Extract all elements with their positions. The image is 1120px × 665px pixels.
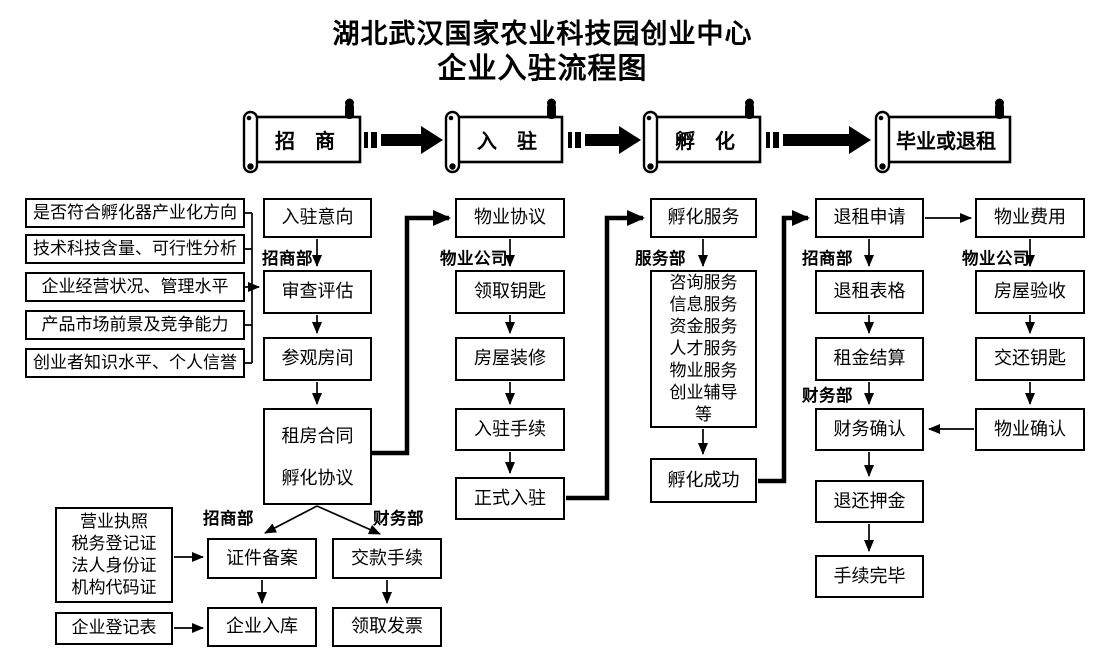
label-dept-investment-registration: 招商部: [203, 510, 254, 528]
stage-banner-biye: 毕业或退租: [896, 131, 996, 153]
box-return-keys: 交还钥匙: [975, 337, 1085, 381]
doc-business-license: 营业执照: [80, 512, 148, 531]
box-property-fee: 物业费用: [975, 198, 1085, 238]
box-house-inspection: 房屋验收: [975, 270, 1085, 314]
contract-diagonal-arrows: [264, 505, 381, 535]
box-visit-room: 参观房间: [263, 337, 372, 381]
phase-elbow-connectors: [372, 210, 810, 501]
label-dept-finance-registration: 财务部: [373, 510, 424, 528]
page-title-line2: 企业入驻流程图: [437, 53, 648, 85]
stage-scroll-shapes: [242, 98, 1012, 174]
flow-down-arrows: [257, 239, 1035, 604]
scroll-biye: [874, 98, 1012, 174]
box-criteria-founder: 创业者知识水平、个人信誉: [25, 348, 245, 378]
service-item-information: 信息服务: [669, 295, 738, 314]
box-exit-form: 退租表格: [815, 270, 924, 314]
label-dept-finance-exit: 财务部: [802, 387, 853, 405]
striped-arrow-1: [364, 126, 443, 154]
box-movein-procedure: 入驻手续: [455, 408, 565, 451]
box-criteria-operation: 企业经营状况、管理水平: [25, 272, 245, 302]
box-property-confirm: 物业确认: [975, 408, 1085, 451]
scroll-zhaoshang: [242, 98, 362, 174]
stage-banner-ruzhu: 入 驻: [477, 131, 537, 153]
scroll-fuhua: [642, 98, 762, 174]
doc-org-code: 机构代码证: [71, 578, 157, 597]
box-property-agreement: 物业协议: [455, 198, 565, 238]
box-exit-apply: 退租申请: [815, 198, 924, 238]
criteria-bracket-lines: [245, 212, 260, 364]
striped-arrow-2: [568, 126, 641, 154]
box-document-list: 营业执照 税务登记证 法人身份证 机构代码证: [55, 507, 173, 603]
box-certificate-filing: 证件备案: [207, 538, 317, 579]
box-service-list: 咨询服务 信息服务 资金服务 人才服务 物业服务 创业辅导 等: [650, 270, 757, 428]
service-item-funding: 资金服务: [669, 317, 738, 336]
box-criteria-direction: 是否符合孵化器产业化方向: [25, 198, 245, 228]
box-lease-incubation-contract: 租房合同 孵化协议: [263, 408, 372, 505]
box-procedure-complete: 手续完毕: [815, 555, 924, 598]
stage-banner-zhaoshang: 招 商: [275, 131, 335, 153]
box-deposit-refund: 退还押金: [815, 480, 924, 523]
flow-horizontal-arrows: [174, 213, 974, 633]
label-dept-property-out: 物业公司: [962, 250, 1030, 268]
striped-arrow-3: [766, 126, 871, 154]
service-item-coaching: 创业辅导: [669, 383, 738, 402]
stage-striped-arrows: [364, 126, 871, 154]
scroll-ruzhu: [444, 98, 564, 174]
box-enterprise-form: 企业登记表: [55, 612, 173, 645]
label-dept-investment-exit: 招商部: [802, 250, 853, 268]
box-payment-procedure: 交款手续: [332, 538, 442, 579]
doc-legal-id: 法人身份证: [71, 556, 157, 575]
box-renovation: 房屋装修: [455, 337, 565, 381]
service-item-talent: 人才服务: [669, 339, 738, 358]
box-official-movein: 正式入驻: [455, 477, 565, 520]
box-incubation-success: 孵化成功: [650, 458, 757, 503]
box-criteria-tech: 技术科技含量、可行性分析: [25, 234, 245, 264]
box-enterprise-storage: 企业入库: [207, 607, 317, 647]
contract-line-lease: 租房合同: [281, 425, 354, 446]
box-incubation-service: 孵化服务: [650, 198, 757, 238]
page-title-line1: 湖北武汉国家农业科技园创业中心: [332, 19, 753, 49]
label-dept-service: 服务部: [635, 250, 686, 268]
box-criteria-market: 产品市场前景及竞争能力: [25, 310, 245, 340]
contract-line-incubation: 孵化协议: [281, 467, 354, 488]
label-dept-property-in: 物业公司: [440, 250, 508, 268]
box-entry-intent: 入驻意向: [263, 198, 372, 238]
service-item-consulting: 咨询服务: [669, 273, 738, 292]
doc-tax-certificate: 税务登记证: [71, 534, 157, 553]
box-get-keys: 领取钥匙: [455, 270, 565, 314]
label-dept-investment-intake: 招商部: [262, 250, 313, 268]
box-review-assessment: 审查评估: [263, 270, 372, 314]
service-item-etc: 等: [695, 405, 712, 424]
box-get-invoice: 领取发票: [332, 607, 442, 647]
stage-banner-fuhua: 孵 化: [675, 131, 735, 153]
box-finance-confirm: 财务确认: [815, 408, 924, 451]
box-rent-settlement: 租金结算: [815, 337, 924, 381]
service-item-property: 物业服务: [669, 361, 738, 380]
